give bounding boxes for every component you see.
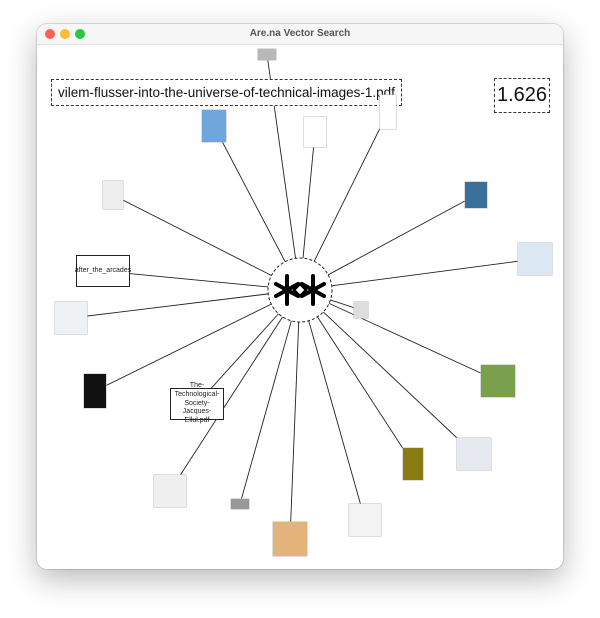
- edge: [308, 320, 366, 521]
- website-screenshot-node[interactable]: [518, 243, 552, 275]
- olive-book-cover-node[interactable]: [403, 448, 423, 480]
- edge: [169, 316, 283, 492]
- selected-filename: vilem-flusser-into-the-universe-of-techn…: [51, 79, 402, 106]
- minimize-button[interactable]: [60, 29, 70, 39]
- arena-logo-icon: [274, 274, 326, 306]
- similarity-score: 1.626: [494, 78, 550, 113]
- edge: [322, 311, 475, 455]
- edge: [313, 111, 389, 262]
- gray-document-node[interactable]: [354, 302, 368, 318]
- orange-book-cover-node[interactable]: [273, 522, 307, 556]
- document-page-node[interactable]: [103, 181, 123, 209]
- edge: [94, 303, 272, 392]
- app-window: Are.na Vector Search vilem-flusser-into-…: [37, 24, 563, 569]
- graph-edges: [70, 54, 536, 540]
- text-document-node[interactable]: [349, 504, 381, 536]
- edge: [102, 270, 269, 288]
- website-screenshot-3-node[interactable]: [457, 438, 491, 470]
- dark-book-cover-node[interactable]: [84, 374, 106, 408]
- center-node[interactable]: [267, 257, 333, 323]
- text-node[interactable]: after_the_arcades: [75, 255, 131, 287]
- edge: [289, 321, 300, 540]
- hacking-book-cover-node[interactable]: [465, 182, 487, 208]
- edge: [331, 258, 536, 287]
- book-cover-flusser-node[interactable]: [304, 117, 326, 147]
- edge: [239, 320, 292, 505]
- edge: [213, 125, 286, 262]
- book-page-black-node[interactable]: [380, 95, 396, 129]
- gray-thumbnail-node[interactable]: [258, 49, 276, 60]
- small-thumbnail-node[interactable]: [231, 499, 249, 509]
- document-scan-node[interactable]: [154, 475, 186, 507]
- edge: [112, 194, 272, 276]
- website-screenshot-2-node[interactable]: [55, 302, 87, 334]
- edge: [70, 293, 269, 319]
- window-title: Are.na Vector Search: [249, 28, 351, 39]
- green-calendar-node[interactable]: [481, 365, 515, 397]
- text-node[interactable]: The-Technological-Society-Jacques-Ellul.…: [170, 382, 224, 424]
- maximize-button[interactable]: [75, 29, 85, 39]
- edge: [302, 131, 316, 259]
- close-button[interactable]: [45, 29, 55, 39]
- edge: [317, 316, 414, 465]
- graph-canvas[interactable]: vilem-flusser-into-the-universe-of-techn…: [37, 45, 563, 569]
- title-bar: Are.na Vector Search: [37, 24, 563, 45]
- blue-image-node[interactable]: [202, 110, 226, 142]
- edge: [327, 194, 477, 276]
